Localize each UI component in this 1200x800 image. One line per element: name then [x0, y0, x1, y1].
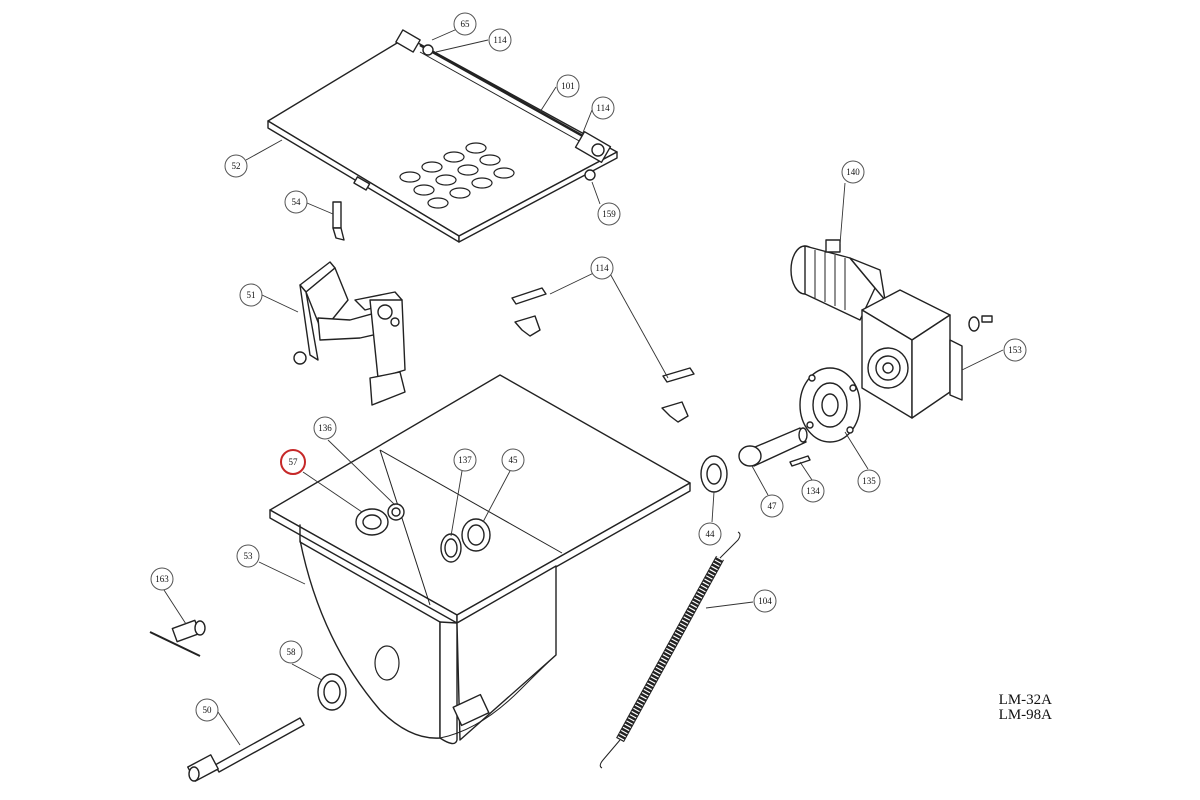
lock-pin-part-54 — [332, 201, 345, 241]
callout-54: 54 — [284, 190, 308, 214]
callout-label: 140 — [846, 167, 860, 177]
ring-part-58 — [317, 673, 347, 711]
callout-label: 44 — [706, 529, 716, 539]
motor-gearbox-part-140 — [790, 239, 993, 419]
callout-47: 47 — [760, 494, 784, 518]
callout-label: 137 — [458, 455, 472, 465]
seal-part-137 — [440, 533, 462, 563]
callout-label: 136 — [318, 423, 332, 433]
callout-label: 114 — [596, 103, 610, 113]
callout-label: 101 — [561, 81, 575, 91]
callout-label: 57 — [289, 457, 299, 467]
callout-label: 114 — [595, 263, 609, 273]
callout-label: 153 — [1008, 345, 1022, 355]
callout-101: 101 — [556, 74, 580, 98]
spring-part-104 — [599, 531, 741, 769]
callout-label: 54 — [292, 197, 302, 207]
callout-label: 104 — [758, 596, 772, 606]
bearing-part-45 — [461, 518, 491, 552]
callout-label: 134 — [806, 486, 820, 496]
agitator-part-51 — [293, 261, 406, 406]
crank-part-50 — [187, 717, 305, 782]
lid-vent-holes — [399, 142, 515, 209]
hinge-rod-part-101 — [395, 29, 612, 181]
callout-137: 137 — [453, 448, 477, 472]
callout-label: 135 — [862, 476, 876, 486]
leader-lines — [163, 25, 1004, 746]
callout-label: 58 — [287, 647, 297, 657]
callout-114-fasteners: 114 — [590, 256, 614, 280]
callout-label: 51 — [247, 290, 256, 300]
callout-163: 163 — [150, 567, 174, 591]
model-number: LM-98A — [998, 707, 1052, 723]
callout-53: 53 — [236, 544, 260, 568]
shaft-part-47 — [738, 427, 808, 467]
callout-label: 45 — [509, 455, 519, 465]
callout-label: 163 — [155, 574, 169, 584]
callout-44: 44 — [698, 522, 722, 546]
key-part-134 — [789, 455, 811, 467]
model-numbers: LM-32A LM-98A — [999, 693, 1052, 723]
bearing-part-136 — [355, 503, 405, 536]
callout-label: 53 — [244, 551, 254, 561]
washer-part-44 — [700, 455, 728, 493]
callout-104: 104 — [753, 589, 777, 613]
callout-label: 65 — [461, 19, 471, 29]
hopper-body-part-53 — [269, 374, 691, 745]
callout-label: 52 — [232, 161, 241, 171]
callout-58: 58 — [279, 640, 303, 664]
callout-51: 51 — [239, 283, 263, 307]
fasteners-part-114 — [511, 287, 695, 423]
callout-label: 47 — [768, 501, 778, 511]
callout-52: 52 — [224, 154, 248, 178]
callout-label: 114 — [493, 35, 507, 45]
callout-159: 159 — [597, 202, 621, 226]
callout-114-hinge: 114 — [488, 28, 512, 52]
callout-135: 135 — [857, 469, 881, 493]
callout-114-bracket: 114 — [591, 96, 615, 120]
flange-part-135 — [799, 367, 861, 443]
callout-45: 45 — [501, 448, 525, 472]
callout-65: 65 — [453, 12, 477, 36]
callout-140: 140 — [841, 160, 865, 184]
callout-50: 50 — [195, 698, 219, 722]
callout-label: 159 — [602, 209, 616, 219]
callout-57-highlighted: 57 — [280, 449, 306, 475]
lid-part-52 — [267, 36, 618, 243]
callout-153: 153 — [1003, 338, 1027, 362]
callout-label: 50 — [203, 705, 213, 715]
callout-136: 136 — [313, 416, 337, 440]
model-number: LM-32A — [998, 692, 1052, 708]
callout-134: 134 — [801, 479, 825, 503]
lever-part-163 — [149, 619, 206, 657]
